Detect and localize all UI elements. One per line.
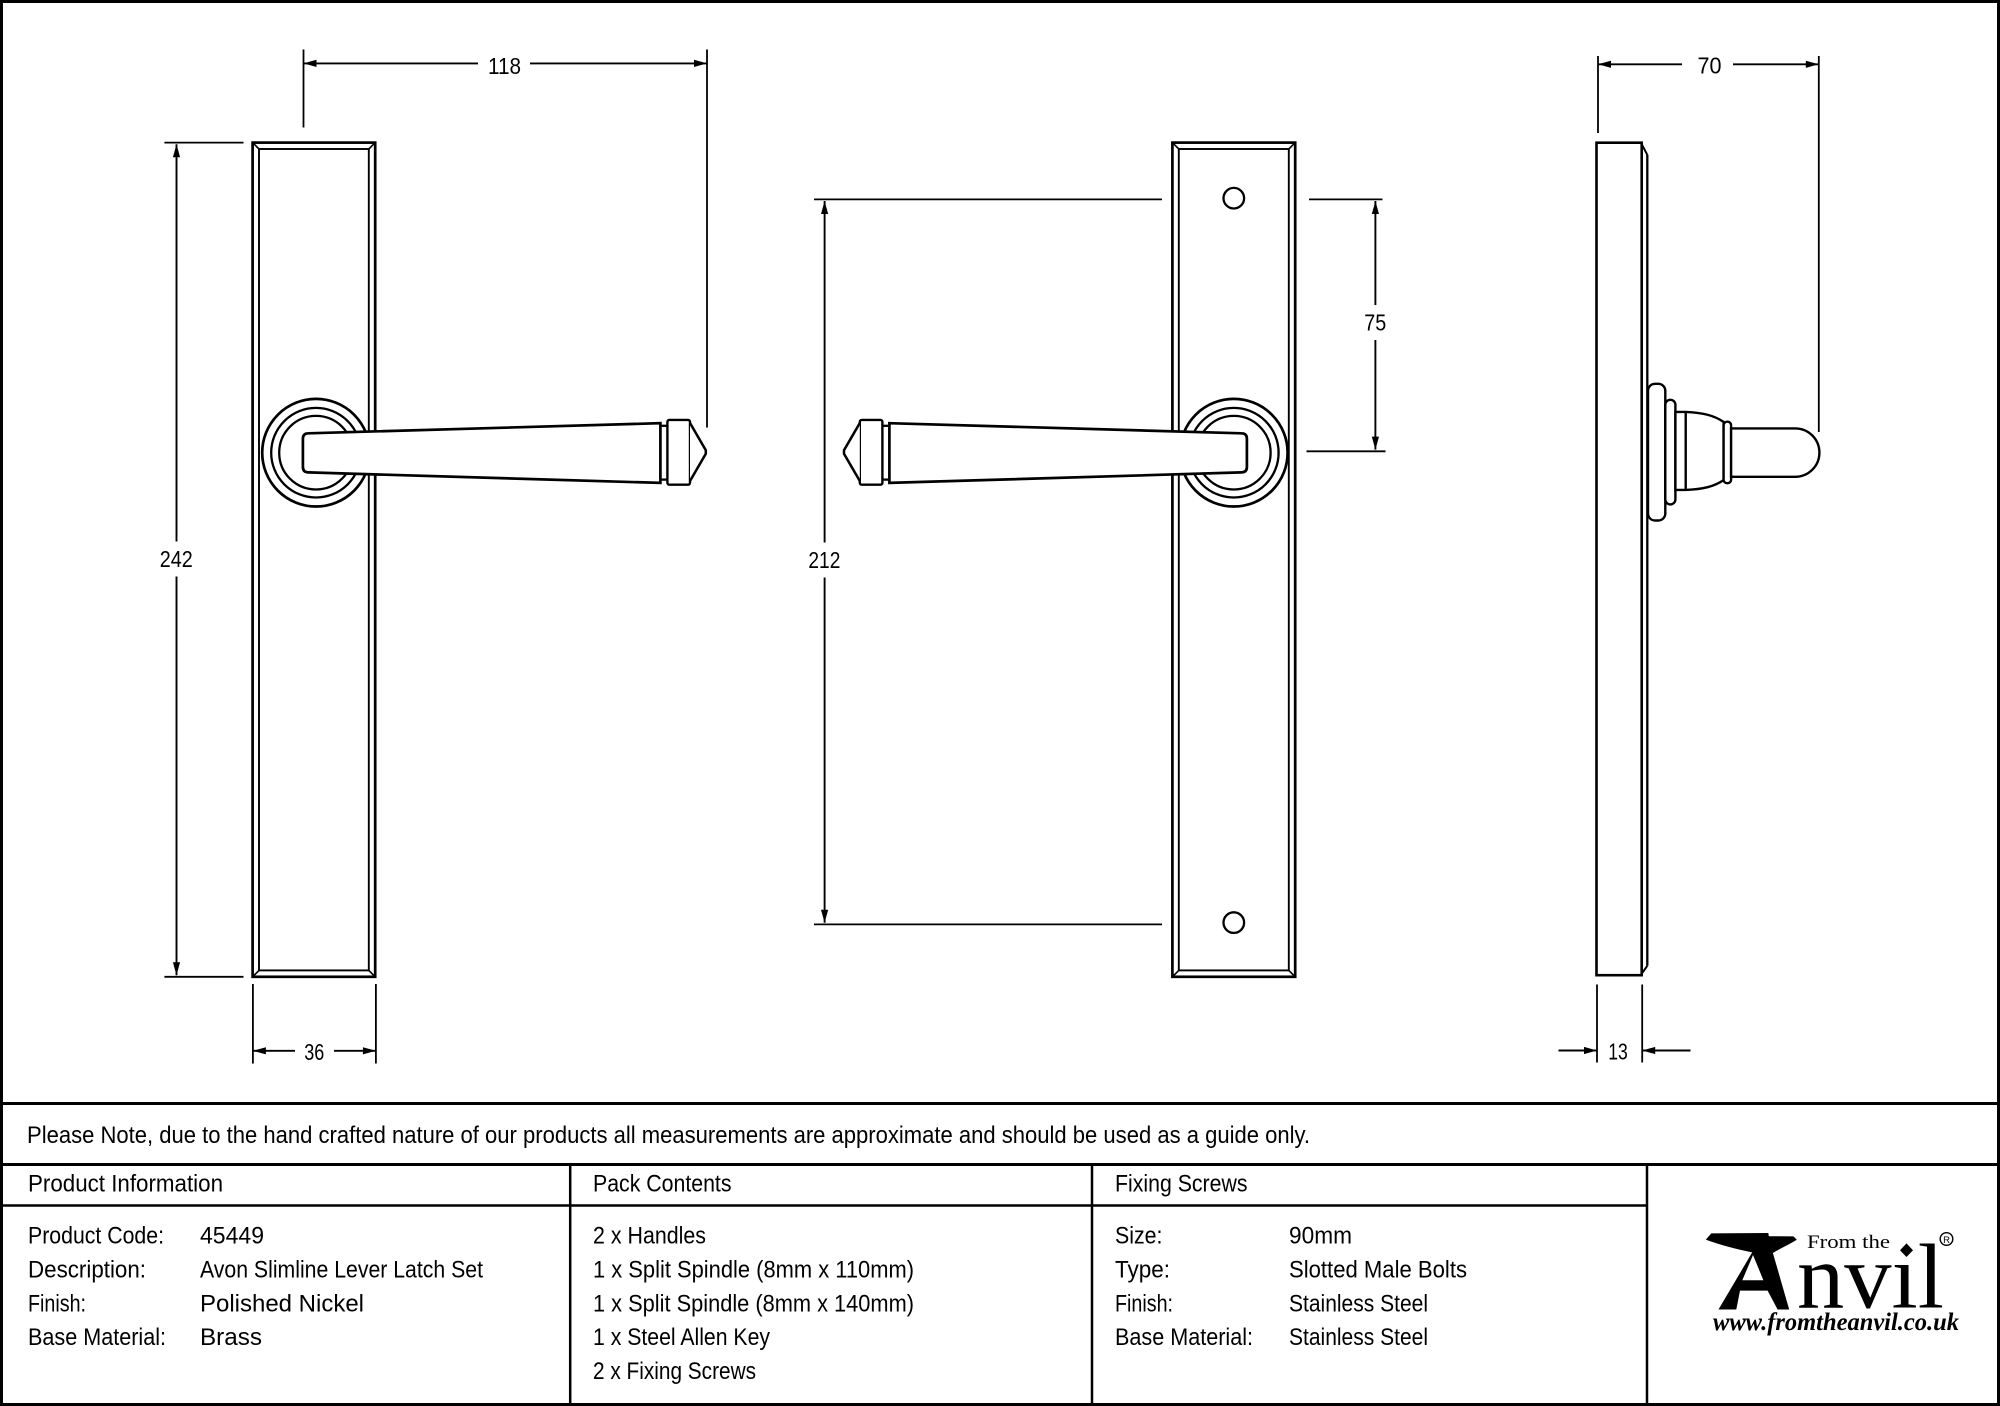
svg-text:Product Information: Product Information [28,1171,223,1198]
svg-text:90mm: 90mm [1289,1223,1352,1250]
svg-text:Description:: Description: [28,1257,146,1284]
svg-text:Pack Contents: Pack Contents [593,1171,732,1198]
svg-text:Type:: Type: [1115,1257,1170,1284]
svg-text:Avon Slimline Lever Latch Set: Avon Slimline Lever Latch Set [200,1257,483,1284]
svg-text:Base Material:: Base Material: [28,1324,166,1351]
svg-text:70: 70 [1698,53,1722,79]
svg-text:13: 13 [1608,1038,1628,1064]
svg-text:75: 75 [1364,309,1386,335]
svg-text:From the: From the [1807,1232,1890,1253]
svg-text:Fixing Screws: Fixing Screws [1115,1171,1248,1198]
svg-text:Base Material:: Base Material: [1115,1324,1253,1351]
svg-text:242: 242 [160,546,193,572]
svg-text:1 x Split Spindle (8mm x 140mm: 1 x Split Spindle (8mm x 140mm) [593,1290,914,1317]
svg-text:Stainless Steel: Stainless Steel [1289,1324,1428,1351]
svg-text:1 x Split Spindle (8mm x 110mm: 1 x Split Spindle (8mm x 110mm) [593,1257,914,1284]
svg-text:Stainless Steel: Stainless Steel [1289,1290,1428,1317]
svg-text:45449: 45449 [200,1223,264,1250]
svg-text:Finish:: Finish: [28,1290,86,1317]
svg-text:212: 212 [808,547,840,573]
svg-text:Slotted Male Bolts: Slotted Male Bolts [1289,1257,1467,1284]
svg-text:Finish:: Finish: [1115,1290,1173,1317]
svg-text:2 x Handles: 2 x Handles [593,1223,706,1250]
svg-text:2 x Fixing Screws: 2 x Fixing Screws [593,1358,756,1385]
svg-text:Size:: Size: [1115,1223,1163,1250]
svg-text:Brass: Brass [200,1324,262,1351]
svg-text:1 x Steel Allen Key: 1 x Steel Allen Key [593,1324,770,1351]
svg-text:Polished Nickel: Polished Nickel [200,1290,364,1317]
svg-text:www.fromtheanvil.co.uk: www.fromtheanvil.co.uk [1713,1309,1959,1336]
svg-text:Product Code:: Product Code: [28,1223,164,1250]
svg-text:Please Note, due to the hand c: Please Note, due to the hand crafted nat… [27,1122,1310,1149]
svg-text:nvıl: nvıl [1797,1226,1944,1328]
svg-text:118: 118 [488,53,521,79]
svg-text:R: R [1943,1235,1950,1246]
svg-text:36: 36 [304,1039,324,1065]
